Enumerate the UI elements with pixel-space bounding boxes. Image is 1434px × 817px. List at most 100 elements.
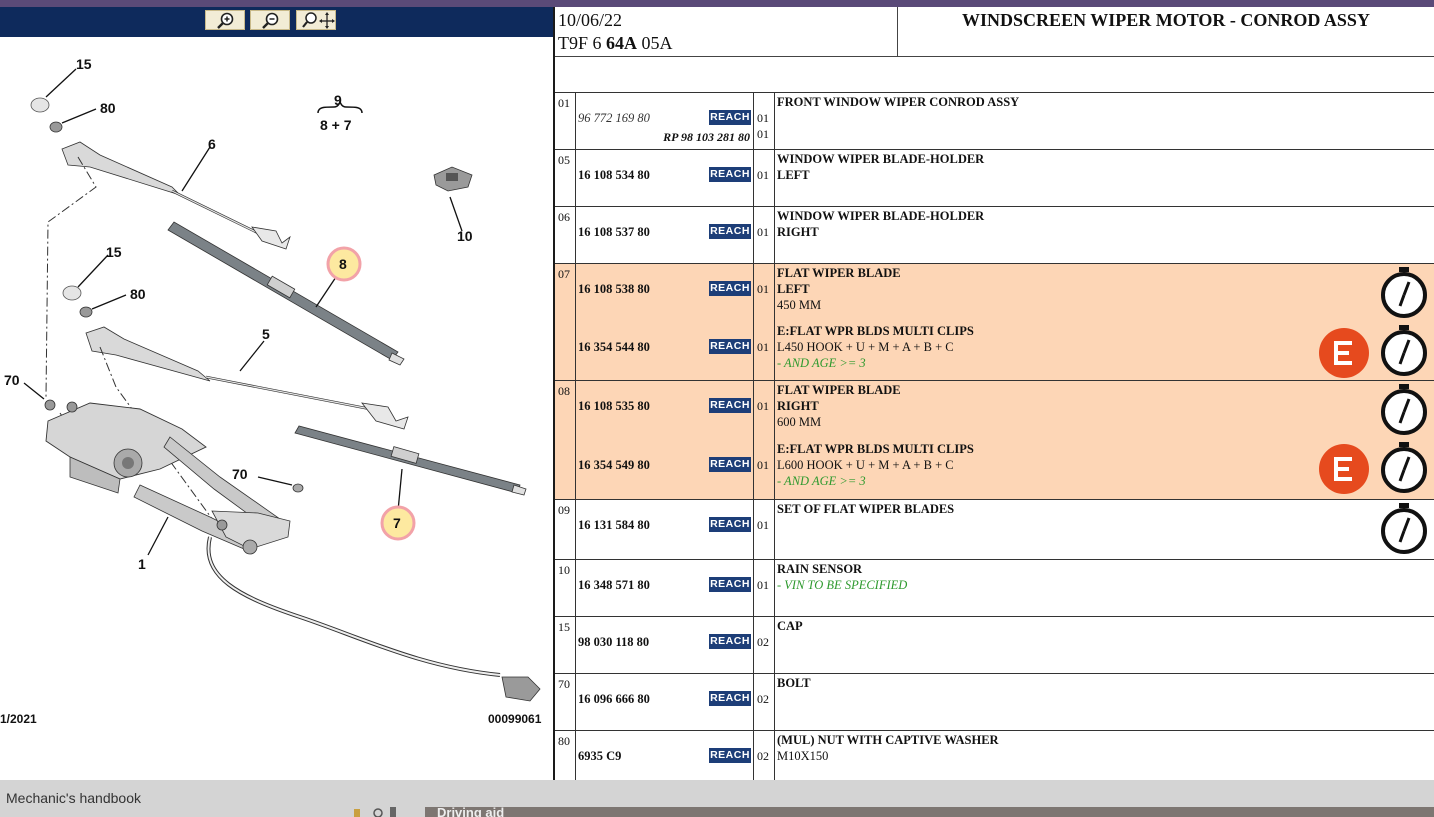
stopwatch-icon[interactable] xyxy=(1378,324,1430,376)
part-reference[interactable]: 16 096 666 80 xyxy=(578,692,650,706)
bottom-bar: Mechanic's handbook Driving aid xyxy=(0,780,1434,817)
reach-badge[interactable]: REACH xyxy=(709,457,751,472)
table-row[interactable]: 80 6935 C9 REACH 02 (MUL) NUT WITH CAPTI… xyxy=(555,731,1434,780)
part-reference-alt[interactable]: RP 98 103 281 80 xyxy=(663,130,750,144)
table-row[interactable]: 10 16 348 571 80 REACH 01 RAIN SENSOR - … xyxy=(555,560,1434,617)
parts-header: 10/06/22 T9F 6 64A 05A WINDSCREEN WIPER … xyxy=(555,7,1434,57)
reach-badge[interactable]: REACH xyxy=(709,748,751,763)
part-description-alt: E:FLAT WPR BLDS MULTI CLIPS L600 HOOK + … xyxy=(777,441,974,489)
part-title: SET OF FLAT WIPER BLADES xyxy=(777,502,955,516)
callout-5: 5 xyxy=(262,326,270,342)
mechanics-handbook-link[interactable]: Mechanic's handbook xyxy=(6,790,141,806)
table-row[interactable]: 15 98 030 118 80 REACH 02 CAP xyxy=(555,617,1434,674)
reach-badge[interactable]: REACH xyxy=(709,398,751,413)
part-reference[interactable]: 16 348 571 80 xyxy=(578,578,650,592)
window-top-bar xyxy=(0,0,1434,7)
table-row[interactable]: 06 16 108 537 80 REACH 01 WINDOW WIPER B… xyxy=(555,207,1434,264)
driving-aid-label: Driving aid xyxy=(437,807,505,817)
header-code: T9F 6 64A 05A xyxy=(558,33,673,54)
stopwatch-icon[interactable] xyxy=(1378,441,1430,493)
part-description: CAP xyxy=(777,618,803,634)
diagram-panel: 15 80 9 8 + 7 6 10 8 15 80 5 70 70 7 1 1… xyxy=(0,7,553,780)
part-reference-alt[interactable]: 16 354 544 80 xyxy=(578,340,650,354)
reach-badge[interactable]: REACH xyxy=(709,517,751,532)
qty-cell xyxy=(753,93,775,149)
part-reference[interactable]: 16 108 537 80 xyxy=(578,225,650,239)
table-row[interactable]: 08 16 108 535 80 REACH 16 354 549 80 REA… xyxy=(555,381,1434,500)
part-subtitle: LEFT xyxy=(777,168,810,182)
driving-aid-tab[interactable]: Driving aid xyxy=(425,807,1434,817)
header-date: 10/06/22 xyxy=(558,10,623,30)
zoom-out-icon xyxy=(262,12,279,29)
diagram-ref-code: 00099061 xyxy=(488,712,542,726)
part-reference[interactable]: 16 108 534 80 xyxy=(578,168,650,182)
row-num-cell: 15 xyxy=(555,617,576,673)
part-description: BOLT xyxy=(777,675,811,691)
zoom-in-button[interactable] xyxy=(205,10,245,30)
stopwatch-icon[interactable] xyxy=(1378,383,1430,435)
exploded-diagram: 15 80 9 8 + 7 6 10 8 15 80 5 70 70 7 1 1… xyxy=(0,56,542,726)
reach-badge[interactable]: REACH xyxy=(709,281,751,296)
zoom-pan-button[interactable] xyxy=(296,10,336,30)
reach-badge[interactable]: REACH xyxy=(709,634,751,649)
zoom-out-button[interactable] xyxy=(250,10,290,30)
part-title: BOLT xyxy=(777,676,811,690)
part-condition: - AND AGE >= 3 xyxy=(777,356,866,370)
reach-badge[interactable]: REACH xyxy=(709,339,751,354)
part-reference[interactable]: 6935 C9 xyxy=(578,749,622,763)
part-reference-alt[interactable]: 16 354 549 80 xyxy=(578,458,650,472)
part-spec-alt: L600 HOOK + U + M + A + B + C xyxy=(777,458,954,472)
parts-panel: 10/06/22 T9F 6 64A 05A WINDSCREEN WIPER … xyxy=(555,7,1434,780)
header-divider xyxy=(897,7,898,57)
row-num-cell: 09 xyxy=(555,500,576,559)
reach-badge[interactable]: REACH xyxy=(709,224,751,239)
row-number: 01 xyxy=(558,96,570,110)
rain-sensor-part xyxy=(433,166,473,192)
callout-highlight-8[interactable] xyxy=(326,246,362,282)
qty-cell xyxy=(753,617,775,673)
part-reference[interactable]: 98 030 118 80 xyxy=(578,635,650,649)
table-row[interactable]: 01 96 772 169 80 REACH RP 98 103 281 80 … xyxy=(555,93,1434,150)
eurorepar-icon[interactable] xyxy=(1318,327,1370,379)
qty-cell xyxy=(753,207,775,263)
qty-cell xyxy=(753,731,775,780)
table-row[interactable]: 05 16 108 534 80 REACH 01 WINDOW WIPER B… xyxy=(555,150,1434,207)
stopwatch-icon[interactable] xyxy=(1378,266,1430,318)
callout-15-mid: 15 xyxy=(106,244,122,260)
part-reference[interactable]: 16 108 535 80 xyxy=(578,399,650,413)
eurorepar-icon[interactable] xyxy=(1318,443,1370,495)
reach-badge[interactable]: REACH xyxy=(709,110,751,125)
part-condition: - AND AGE >= 3 xyxy=(777,474,866,488)
part-quantity: 02 xyxy=(757,749,769,763)
part-quantity-alt: 01 xyxy=(757,340,769,354)
row-num-cell: 10 xyxy=(555,560,576,616)
callout-8-plus-7: 8 + 7 xyxy=(320,117,352,133)
part-title: RAIN SENSOR xyxy=(777,562,863,576)
part-title: WINDOW WIPER BLADE-HOLDER xyxy=(777,209,985,223)
row-number: 09 xyxy=(558,503,570,517)
part-description: FLAT WIPER BLADE RIGHT 600 MM xyxy=(777,382,901,430)
row-num-cell: 07 xyxy=(555,264,576,380)
part-title: FLAT WIPER BLADE xyxy=(777,266,901,280)
table-row[interactable]: 70 16 096 666 80 REACH 02 BOLT xyxy=(555,674,1434,731)
part-reference[interactable]: 16 131 584 80 xyxy=(578,518,650,532)
header-code-prefix: T9F 6 xyxy=(558,33,602,53)
wiper-blade-right xyxy=(294,425,527,496)
part-description: WINDOW WIPER BLADE-HOLDER LEFT xyxy=(777,151,984,183)
callout-highlight-7[interactable] xyxy=(380,505,416,541)
zoom-pan-icon xyxy=(302,12,335,29)
part-description-alt: E:FLAT WPR BLDS MULTI CLIPS L450 HOOK + … xyxy=(777,323,974,371)
part-quantity: 01 xyxy=(757,399,769,413)
reach-badge[interactable]: REACH xyxy=(709,691,751,706)
wiper-arm-6 xyxy=(61,141,291,250)
part-reference[interactable]: 16 108 538 80 xyxy=(578,282,650,296)
diagram-toolbar xyxy=(0,7,553,37)
part-title-alt: E:FLAT WPR BLDS MULTI CLIPS xyxy=(777,442,974,456)
reach-badge[interactable]: REACH xyxy=(709,167,751,182)
reach-badge[interactable]: REACH xyxy=(709,577,751,592)
table-row[interactable]: 09 16 131 584 80 REACH 01 SET OF FLAT WI… xyxy=(555,500,1434,560)
part-reference[interactable]: 96 772 169 80 xyxy=(578,111,650,125)
tools-icon[interactable] xyxy=(352,805,402,817)
stopwatch-icon[interactable] xyxy=(1378,502,1430,554)
table-row[interactable]: 07 16 108 538 80 REACH 16 354 544 80 REA… xyxy=(555,264,1434,381)
